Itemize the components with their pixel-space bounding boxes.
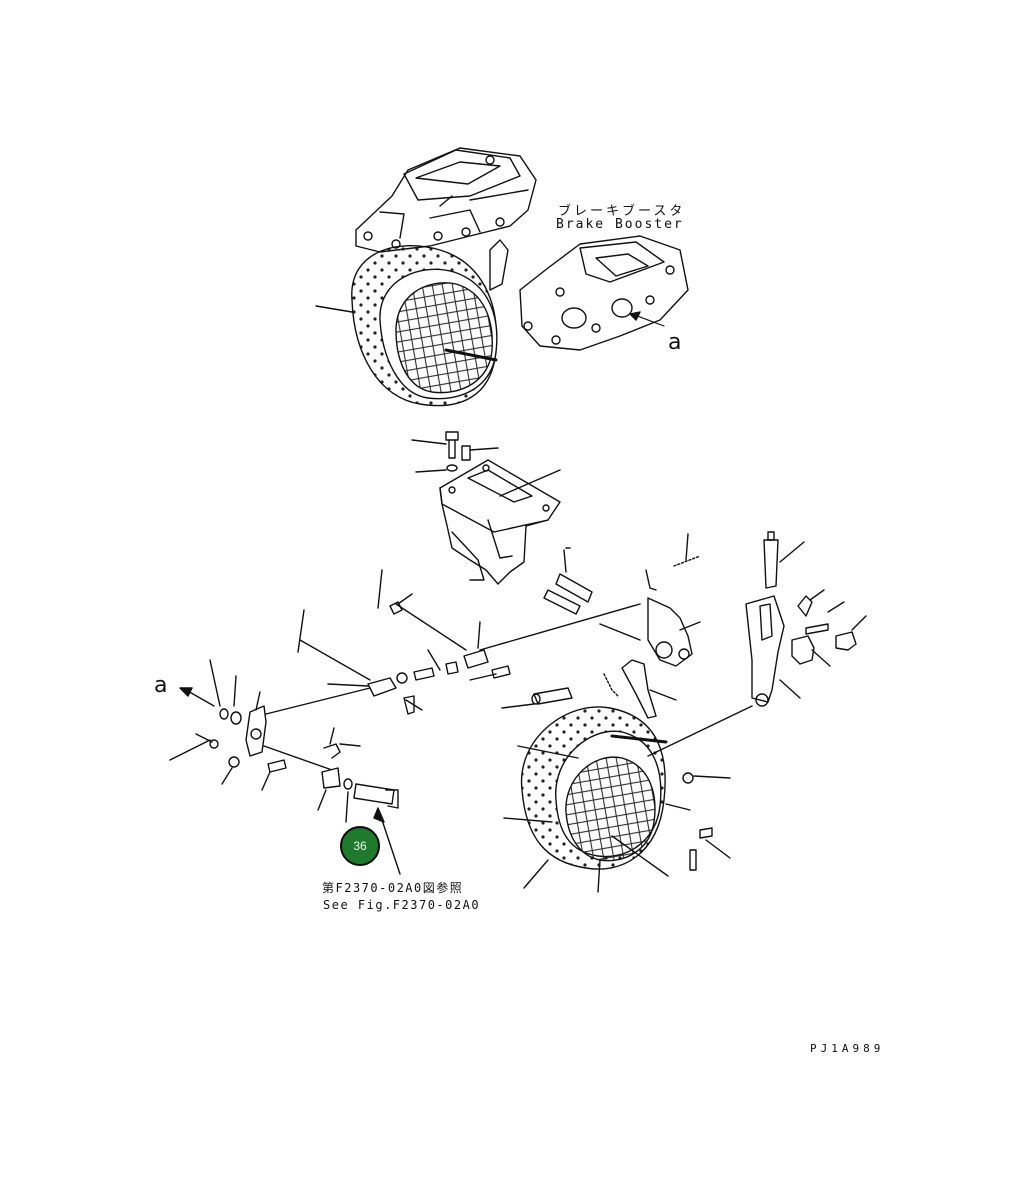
drawing-code: PJ1A989 [810,1042,885,1055]
callout-number: 36 [353,839,367,853]
view-mark-a-left: a [154,673,168,698]
cam-lever [603,659,677,719]
brake-booster-label-jp: ブレーキブースタ [558,204,686,219]
see-figure-label-jp: 第F2370-02A0図参照 [322,881,464,895]
lower-fasteners [665,772,731,871]
connecting-rod [745,531,867,707]
bracket-bolts [411,431,561,497]
mounting-bracket [439,459,561,585]
linkage-lines [257,603,753,771]
adjuster-assembly [297,569,511,715]
see-figure-label-en: See Fig.F2370-02A0 [323,898,481,912]
callout-36-button[interactable]: 36 [340,826,380,866]
brake-band-upper [315,244,498,407]
brake-band-lower [503,706,669,893]
pivot-pin [543,547,593,615]
reference-arrow [373,807,401,875]
brake-booster [519,235,689,351]
brake-lever-right [645,533,701,667]
left-linkage-parts [169,659,399,823]
view-mark-a-top: a [668,330,682,355]
brake-booster-label-en: Brake Booster [556,217,684,232]
view-arrow-a [179,687,215,707]
anchor-pin [501,687,573,709]
